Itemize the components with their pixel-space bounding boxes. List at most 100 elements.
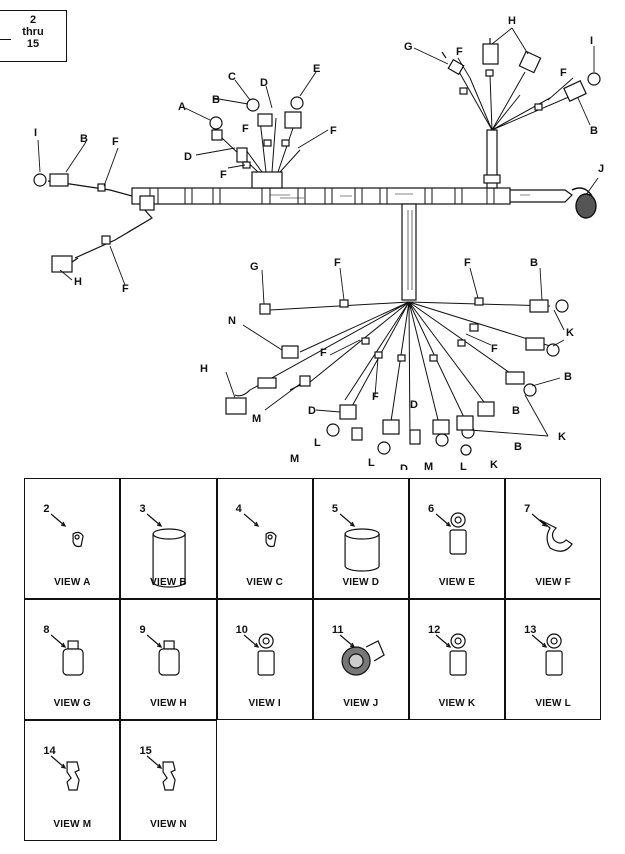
trunk-tape-bands — [149, 188, 495, 204]
view-item-number: 13 — [524, 624, 537, 637]
view-caption: VIEW D — [342, 577, 380, 589]
view-item-number: 9 — [139, 624, 146, 637]
label-f-right: F — [560, 67, 567, 79]
reference-line-2: thru — [22, 26, 44, 38]
label-j: J — [598, 163, 604, 175]
ring-terminal-icon — [435, 512, 467, 555]
view-item-number: 8 — [43, 624, 50, 637]
label-d-bottom: D — [400, 463, 408, 470]
label-f-left-low: F — [122, 283, 129, 295]
main-trunk — [131, 187, 511, 205]
label-f-low-4: F — [491, 343, 498, 355]
view-item-number: 14 — [43, 745, 56, 758]
label-d-low: D — [308, 405, 316, 417]
label-h-left: H — [74, 276, 82, 288]
view-item-number: 5 — [331, 503, 338, 516]
label-b-low-right: B — [564, 371, 572, 383]
view-caption: VIEW J — [343, 698, 379, 710]
view-item-number: 10 — [235, 624, 248, 637]
label-b-low-3: B — [514, 441, 522, 453]
label-f-topright: F — [456, 46, 463, 58]
label-k-right: K — [566, 327, 574, 339]
label-m-low: M — [290, 453, 299, 465]
spade-terminal-icon — [147, 755, 177, 791]
terminal-lug-icon — [50, 513, 84, 548]
label-f-low: F — [220, 169, 227, 181]
view-caption: VIEW M — [53, 819, 92, 831]
view-item-number: 6 — [427, 503, 435, 516]
elbow-connector-icon — [339, 634, 385, 676]
view-caption: VIEW I — [248, 698, 281, 710]
label-n: N — [228, 315, 236, 327]
view-caption: VIEW F — [535, 577, 571, 589]
view-caption: VIEW B — [150, 577, 187, 589]
label-f-mid: F — [242, 123, 249, 135]
label-f-low-2: F — [464, 257, 471, 269]
view-caption: VIEW H — [150, 698, 187, 710]
label-c: C — [228, 71, 236, 83]
view-item-number: 15 — [139, 745, 152, 758]
label-l-left: L — [314, 437, 321, 449]
view-caption: VIEW E — [438, 577, 476, 589]
label-e: E — [313, 63, 320, 75]
clip-icon — [531, 513, 573, 553]
ring-terminal-icon — [435, 633, 467, 676]
view-caption: VIEW G — [53, 698, 91, 710]
label-k-low: K — [558, 431, 566, 443]
label-g-low: G — [250, 261, 259, 273]
label-f-low-3: F — [320, 347, 327, 359]
reference-line-1: 2 — [29, 14, 37, 26]
label-d-top: D — [260, 77, 268, 89]
label-b-right: B — [590, 125, 598, 137]
label-b-left: B — [80, 133, 88, 145]
view-item-number: 3 — [139, 503, 146, 516]
plug-connector-icon — [147, 634, 181, 676]
view-caption: VIEW A — [54, 577, 91, 589]
label-l-right: L — [460, 461, 467, 470]
label-i-left: I — [34, 127, 37, 139]
label-b-low: B — [530, 257, 538, 269]
label-d-left: D — [184, 151, 192, 163]
label-m-bottom: M — [424, 461, 433, 470]
terminal-lug-icon — [243, 513, 277, 548]
view-item-number: 12 — [427, 624, 441, 637]
ring-terminal-icon — [243, 633, 275, 676]
short-sleeve-icon — [339, 513, 380, 572]
ring-terminal-icon — [531, 633, 563, 676]
label-d-mid: D — [410, 399, 418, 411]
label-b-low-2: B — [512, 405, 520, 417]
label-h-low: H — [200, 363, 208, 375]
view-item-number: 2 — [43, 503, 50, 516]
label-f-left: F — [112, 136, 119, 148]
view-item-number: 7 — [524, 503, 531, 516]
plug-connector-icon — [50, 634, 84, 676]
spade-terminal-icon — [50, 755, 81, 791]
view-caption: VIEW L — [535, 698, 571, 710]
label-h-top: H — [508, 15, 516, 27]
view-item-number: 4 — [235, 503, 242, 516]
label-g-top: G — [404, 41, 413, 53]
connector-j — [571, 187, 597, 219]
reference-line-3: 15 — [26, 38, 40, 50]
view-item-number: 11 — [331, 624, 344, 637]
view-caption: VIEW N — [150, 819, 187, 831]
figure-reference-box: 2 thru 15 — [0, 10, 67, 62]
label-i-top: I — [590, 35, 593, 47]
label-f-top: F — [330, 125, 337, 137]
label-b-top: B — [212, 94, 220, 106]
tube-sleeve-icon — [147, 513, 187, 588]
label-m-left: M — [252, 413, 261, 425]
